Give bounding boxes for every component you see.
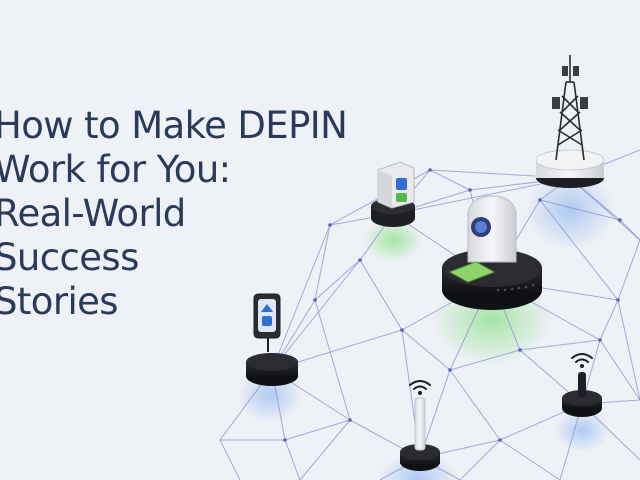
wifi-antenna-icon xyxy=(400,380,440,471)
glow-blue xyxy=(554,408,610,452)
headline-line: Stories xyxy=(0,280,119,323)
glow-blue xyxy=(525,170,615,250)
network-node xyxy=(448,368,452,372)
network-node xyxy=(313,298,317,302)
network-line xyxy=(271,259,361,371)
network-line xyxy=(314,224,331,301)
network-line xyxy=(499,439,561,480)
network-node xyxy=(618,218,622,222)
network-line xyxy=(219,439,241,480)
headline-line: Success xyxy=(0,236,139,279)
network-line xyxy=(284,419,351,441)
network-line xyxy=(271,224,331,371)
hub-device-icon xyxy=(442,195,542,310)
network-line xyxy=(401,329,451,371)
headline-line: Work for You: xyxy=(0,148,231,191)
network-line xyxy=(617,239,640,301)
network-line xyxy=(519,339,601,351)
network-line xyxy=(539,199,621,221)
network-line xyxy=(619,219,640,241)
network-line xyxy=(449,349,521,371)
network-node xyxy=(498,438,502,442)
network-node xyxy=(428,168,432,172)
network-line xyxy=(314,299,351,421)
network-nodes xyxy=(283,168,622,442)
network-node xyxy=(538,198,542,202)
network-node xyxy=(328,223,332,227)
headline-line: Real-World xyxy=(0,192,186,235)
network-line xyxy=(599,339,640,401)
headline-line: How to Make DEPIN xyxy=(0,104,348,147)
network-line xyxy=(359,259,403,331)
network-node xyxy=(358,258,362,262)
network-line xyxy=(284,439,301,480)
network-line xyxy=(599,299,619,341)
network-line xyxy=(429,169,471,191)
network-node xyxy=(400,328,404,332)
network-line xyxy=(314,259,361,301)
network-node xyxy=(616,298,620,302)
touch-panel-icon xyxy=(246,293,298,386)
wifi-antenna-icon xyxy=(562,353,602,417)
network-node xyxy=(283,438,287,442)
network-line xyxy=(539,199,619,301)
network-node xyxy=(518,348,522,352)
article-headline: How to Make DEPIN Work for You: Real-Wor… xyxy=(0,104,348,324)
network-line xyxy=(299,419,351,480)
network-line xyxy=(459,439,501,480)
cell-tower-icon xyxy=(535,55,605,188)
glow-green xyxy=(363,218,423,262)
network-node xyxy=(598,338,602,342)
network-line xyxy=(449,369,501,441)
storage-node-icon xyxy=(371,161,415,227)
network-node xyxy=(468,188,472,192)
network-node xyxy=(348,418,352,422)
network-line xyxy=(392,177,571,215)
network-line xyxy=(617,299,640,401)
